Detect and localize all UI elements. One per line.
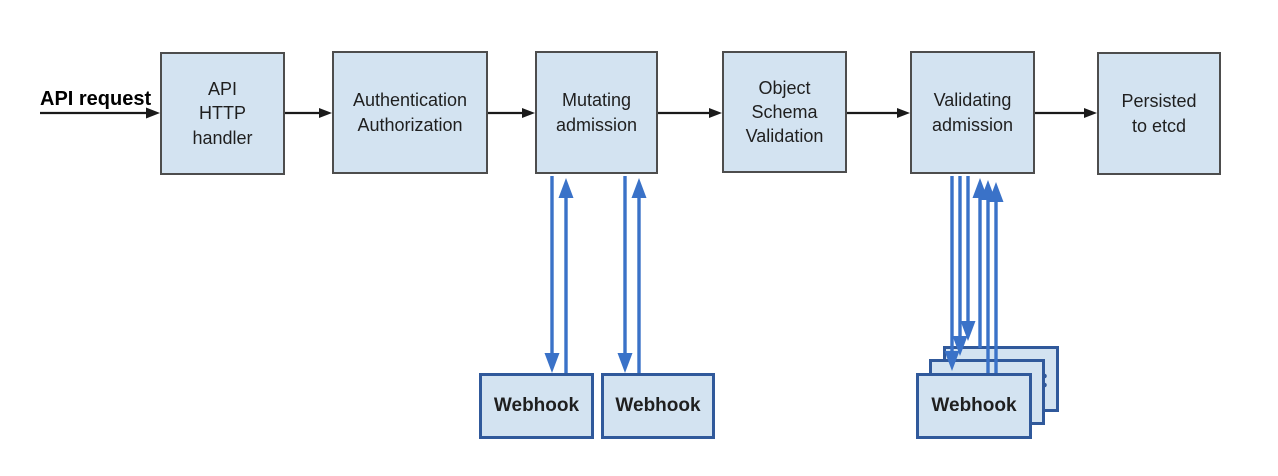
flow-arrow-validating-to-etcd [1035, 108, 1097, 118]
mutating-webhook2-return-arrow [631, 178, 647, 373]
flow-box-validating-admission: Validating admission [910, 51, 1035, 174]
validating-webhook-call-arrows [944, 176, 976, 371]
api-request-label: API request [40, 88, 152, 110]
mutating-webhook1-call-arrow [544, 176, 560, 373]
validating-webhook-return-arrows [972, 178, 1004, 373]
flow-box-object-schema-validation: Object Schema Validation [722, 51, 847, 173]
flow-arrow-handler-to-auth [285, 108, 332, 118]
flow-box-mutating-admission: Mutating admission [535, 51, 658, 174]
mutating-webhook-box-1: Webhook [479, 373, 594, 439]
flow-box-persisted-to-etcd: Persisted to etcd [1097, 52, 1221, 175]
flow-box-api-http-handler: API HTTP handler [160, 52, 285, 175]
mutating-webhook1-return-arrow [558, 178, 574, 373]
mutating-webhook-box-2: Webhook [601, 373, 715, 439]
flow-arrow-mutating-to-schema [658, 108, 722, 118]
mutating-webhook2-call-arrow [617, 176, 633, 373]
flow-arrow-auth-to-mutating [488, 108, 535, 118]
flow-box-authentication-authorization: Authentication Authorization [332, 51, 488, 174]
flow-arrow-schema-to-validating [847, 108, 910, 118]
validating-webhook-box-front: Webhook [916, 373, 1032, 439]
